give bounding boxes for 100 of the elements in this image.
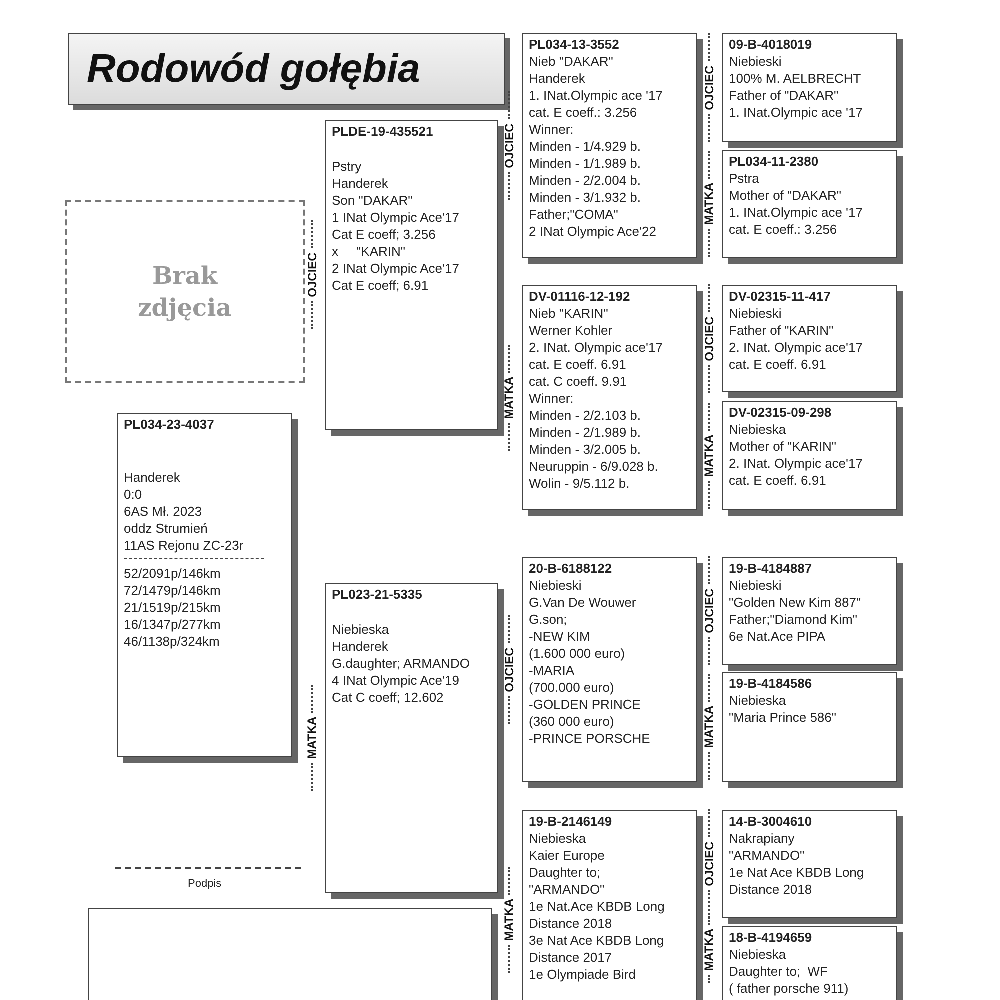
card-line: 6e Nat.Ace PIPA <box>729 628 827 645</box>
card-line: 1e Nat.Ace KBDB Long <box>529 898 666 915</box>
card-line: (1.600 000 euro) <box>529 645 626 662</box>
card-line: Wolin - 9/5.112 b. <box>529 475 631 492</box>
card-line: Minden - 3/1.932 b. <box>529 189 642 206</box>
card-line: Minden - 2/2.103 b. <box>529 407 642 424</box>
card-line: Pstra <box>729 170 760 187</box>
card-line: 46/1138p/324km <box>124 633 221 650</box>
card-line: 72/1479p/146km <box>124 582 222 599</box>
card-line: (360 000 euro) <box>529 713 616 730</box>
card-line: Nieb "DAKAR" <box>529 53 614 70</box>
card-line: cat. E coeff. 6.91 <box>529 356 628 373</box>
photo-field: Brak zdjęcia <box>65 200 305 383</box>
card-line: Winner: <box>529 121 575 138</box>
card-line: G.Van De Wouwer <box>529 594 638 611</box>
card-line: x "KARIN" <box>332 243 407 260</box>
card-line: Handerek <box>332 638 390 655</box>
card-line: Distance 2018 <box>729 881 814 898</box>
parent-label: MATKA <box>502 340 516 455</box>
ring-number: DV-02315-09-298 <box>729 404 833 421</box>
card-line: 52/2091p/146km <box>124 565 222 582</box>
card-line: Niebieska <box>729 946 788 963</box>
card-line: Minden - 1/1.989 b. <box>529 155 642 172</box>
card-line: G.daughter; ARMANDO <box>332 655 471 672</box>
card-line: 1e Nat Ace KBDB Long <box>729 864 866 881</box>
card-line: 2 INat Olympic Ace'17 <box>332 260 460 277</box>
card-line: 1e Olympiade Bird <box>529 966 637 983</box>
parent-label: OJCIEC <box>702 280 716 397</box>
card-line: 2 INat Olympic Ace'22 <box>529 223 658 240</box>
card-line: Handerek <box>529 70 586 87</box>
ring-number: 19-B-4184586 <box>729 675 814 692</box>
card-line: Cat C coeff; 12.602 <box>332 689 445 706</box>
card-line: 6AS Mł. 2023 <box>124 503 204 520</box>
ring-number: 14-B-3004610 <box>729 813 814 830</box>
card-line: Neuruppin - 6/9.028 b. <box>529 458 660 475</box>
ring-number: 09-B-4018019 <box>729 36 814 53</box>
card-line: Pstry <box>332 158 363 175</box>
parent-label: OJCIEC <box>702 29 716 146</box>
card-line: "Maria Prince 586" <box>729 709 838 726</box>
card-line: Nakrapiany <box>729 830 796 847</box>
card-line: cat. E coeff.: 3.256 <box>729 221 838 238</box>
card-line: (700.000 euro) <box>529 679 616 696</box>
card-line: G.son; <box>529 611 568 628</box>
card-line: oddz Strumień <box>124 520 209 537</box>
card-line: 16/1347p/277km <box>124 616 222 633</box>
card-line: Distance 2018 <box>529 915 614 932</box>
card-line: Daughter to; WF <box>729 963 829 980</box>
card-line: 2. INat. Olympic ace'17 <box>529 339 664 356</box>
parent-label: MATKA <box>305 680 320 796</box>
card-line: Minden - 1/4.929 b. <box>529 138 642 155</box>
card-line: cat. E coeff. 6.91 <box>729 472 828 489</box>
card-line: Father of "DAKAR" <box>729 87 840 104</box>
signature-caption: Podpis <box>188 878 222 890</box>
card-line: 11AS Rejonu ZC-23r <box>124 537 245 554</box>
card-line: 1. INat.Olympic ace '17 <box>729 104 864 121</box>
ring-number: PLDE-19-435521 <box>332 123 434 140</box>
ring-number: DV-01116-12-192 <box>529 288 632 305</box>
card-line: Daughter to; <box>529 864 602 881</box>
card-line: 100% M. AELBRECHT <box>729 70 862 87</box>
card-line: Winner: <box>529 390 575 407</box>
card-line: 21/1519p/215km <box>124 599 222 616</box>
card-line: "ARMANDO" <box>729 847 806 864</box>
card-line: 1. INat.Olympic ace '17 <box>529 87 664 104</box>
card-line: cat. C coeff. 9.91 <box>529 373 628 390</box>
parent-label: MATKA <box>702 146 716 262</box>
card-line: 2. INat. Olympic ace'17 <box>729 455 864 472</box>
parent-label: OJCIEC <box>304 216 319 334</box>
card-line: Werner Kohler <box>529 322 614 339</box>
ring-number: DV-02315-11-417 <box>729 288 832 305</box>
ring-number: 19-B-2146149 <box>529 813 614 830</box>
ring-number: PL034-13-3552 <box>529 36 620 53</box>
card-line: Distance 2017 <box>529 949 614 966</box>
card-line: -PRINCE PORSCHE <box>529 730 652 747</box>
ring-number: PL023-21-5335 <box>332 586 424 603</box>
card-line: Cat E coeff; 6.91 <box>332 277 430 294</box>
card-line: 2. INat. Olympic ace'17 <box>729 339 864 356</box>
card-line: Niebieski <box>529 577 583 594</box>
parent-label: MATKA <box>702 670 716 784</box>
ring-number: 18-B-4194659 <box>729 929 814 946</box>
card-line: Nieb "KARIN" <box>529 305 610 322</box>
card-line: 0:0 <box>124 486 144 503</box>
card-line: "ARMANDO" <box>529 881 606 898</box>
card-line: Handerek <box>124 469 182 486</box>
card-line: Handerek <box>332 175 390 192</box>
card-line: cat. E coeff.: 3.256 <box>529 104 638 121</box>
card-line: Mother of "DAKAR" <box>729 187 843 204</box>
parent-label: MATKA <box>502 862 516 978</box>
card-line: 4 INat Olympic Ace'19 <box>332 672 460 689</box>
parent-label: OJCIEC <box>702 552 716 670</box>
card-line: Father of "KARIN" <box>729 322 835 339</box>
card-line: Niebieski <box>729 53 783 70</box>
card-line: -GOLDEN PRINCE <box>529 696 642 713</box>
card-line: Father;"COMA" <box>529 206 620 223</box>
card-line: Minden - 3/2.005 b. <box>529 441 642 458</box>
ring-number: PL034-11-2380 <box>729 153 820 170</box>
ring-number: PL034-23-4037 <box>124 416 216 433</box>
ring-number: 19-B-4184887 <box>729 560 814 577</box>
card-line: Niebieska <box>332 621 390 638</box>
card-line: Niebieska <box>729 692 788 709</box>
parent-label: MATKA <box>702 398 716 513</box>
